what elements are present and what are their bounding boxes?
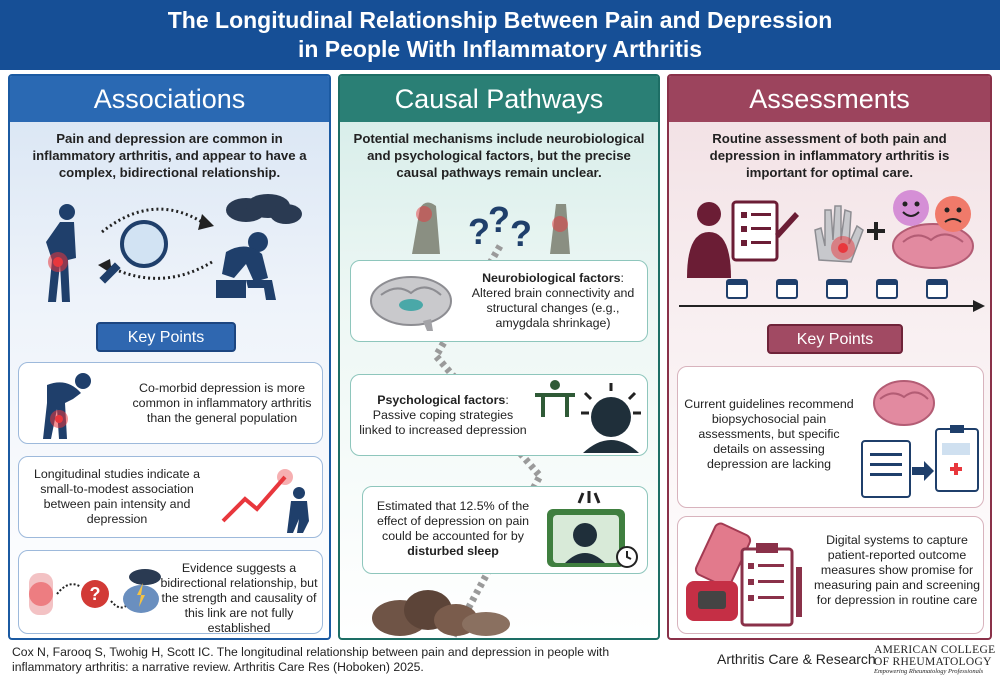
neurobiological-factors-text: Neurobiological factors: Altered brain c… [471,271,635,330]
brain-mood-faces-icon [892,190,974,269]
title-line-1: The Longitudinal Relationship Between Pa… [167,7,833,33]
associations-point-3-text: Evidence suggests a bidirectional relati… [160,561,318,635]
associations-point-3: ? Evidence suggests a bidirectional rela… [18,550,323,635]
person-knee-pain-icon [46,204,76,302]
acr-logo-line-1: American College [874,644,996,656]
associations-point-2: Longitudinal studies indicate a small-to… [18,456,323,538]
clinician-form-icon [687,200,799,278]
associations-intro: Pain and depression are common in inflam… [32,131,307,180]
associations-point-1-text: Co-morbid depression is more common in i… [132,381,312,425]
assessments-heading: Assessments [669,76,990,122]
assessments-point-1: Current guidelines recommend biopsychoso… [677,366,984,508]
causal-pathways-panel: Causal Pathways Potential mechanisms inc… [338,74,660,640]
brain-icon [370,276,452,331]
acr-logo: American College of Rheumatology Empower… [874,644,998,676]
neurobiological-factors-title: Neurobiological factors [482,271,621,285]
disturbed-sleep-text: Estimated that 12.5% of the effect of de… [369,499,537,559]
svg-text:?: ? [468,211,490,252]
storm-cloud-rocks-icon [372,590,510,636]
brain-documents-icon [861,380,979,498]
associations-point-2-text: Longitudinal studies indicate a small-to… [33,467,200,526]
infographic-title: The Longitudinal Relationship Between Pa… [0,0,1000,70]
timeline-calendars-icon [679,279,985,312]
associations-point-1: Co-morbid depression is more common in i… [18,362,323,444]
assessments-point-2-text: Digital systems to capture patient-repor… [814,533,981,607]
psychological-factors-description: Passive coping strategies linked to incr… [359,408,527,437]
neurobiological-factors-card: Neurobiological factors: Altered brain c… [350,260,648,342]
rising-pain-graph-icon [221,469,309,533]
svg-text:?: ? [90,584,101,604]
causal-pathways-intro: Potential mechanisms include neurobiolog… [353,131,645,180]
title-line-2: in People With Inflammatory Arthritis [297,36,703,62]
psychological-factors-title: Psychological factors [377,393,506,407]
svg-text:?: ? [488,199,510,240]
psychological-factors-text: Psychological factors: Passive coping st… [359,393,527,437]
citation: Cox N, Farooq S, Twohig H, Scott IC. The… [12,645,610,674]
hand-pain-icon [814,205,864,263]
stressed-person-icon [535,380,641,453]
assessments-panel: Assessments Routine assessment of both p… [667,74,992,640]
causal-pathways-heading: Causal Pathways [340,76,658,122]
associations-panel: Associations Pain and depression are com… [8,74,331,640]
disturbed-sleep-description: Estimated that 12.5% of the effect of de… [376,499,530,543]
assessments-point-2: Digital systems to capture patient-repor… [677,516,984,634]
assessments-key-points-label: Key Points [767,324,903,354]
question-marks-path-icon: ? ? ? [412,199,570,254]
assessments-point-1-text: Current guidelines recommend biopsychoso… [684,397,854,471]
disturbed-sleep-bold: disturbed sleep [407,544,499,558]
bent-person-knee-pain-icon [43,373,91,439]
acr-logo-line-2: of Rheumatology [874,656,992,668]
associations-heading: Associations [10,76,329,122]
depressed-person-cloud-icon [216,194,302,300]
acr-logo-tagline: Empowering Rheumatology Professionals [874,668,984,675]
digital-devices-clipboard-icon [686,522,802,627]
disturbed-sleep-card: Estimated that 12.5% of the effect of de… [362,486,648,574]
plus-icon [867,222,885,240]
neurobiological-factors-description: Altered brain connectivity and structura… [471,286,635,330]
associations-key-points-label: Key Points [96,322,236,352]
sleepless-person-clock-icon [547,491,638,568]
assessments-intro: Routine assessment of both pain and depr… [709,131,950,180]
knee-question-brain-icon: ? [29,569,161,615]
magnifier-cycle-icon [98,207,214,284]
psychological-factors-card: Psychological factors: Passive coping st… [350,374,648,456]
journal-name: Arthritis Care & Research [717,651,876,667]
svg-text:?: ? [510,213,532,254]
